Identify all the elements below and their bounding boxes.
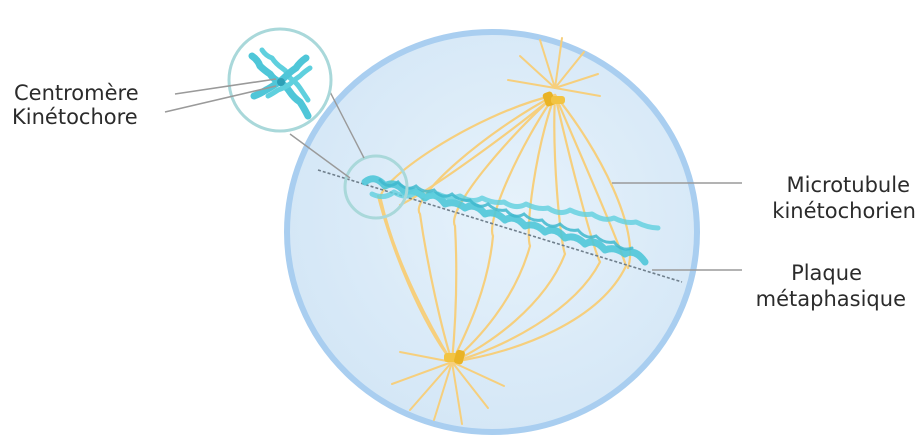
label-kinetochore: Kinétochore <box>12 105 138 129</box>
label-microtubule-line1: Microtubule <box>787 173 910 197</box>
zoom-source-ring <box>343 154 409 220</box>
label-plaque-line2: métaphasique <box>756 287 906 311</box>
zoom-connector-bottom <box>289 133 351 179</box>
zoom-connector-top <box>326 85 365 159</box>
aster-top <box>507 37 601 97</box>
spindle-microtubules <box>376 93 632 364</box>
label-plaque-line1: Plaque <box>791 261 862 285</box>
leader-centromere <box>174 78 277 95</box>
metaphase-plate-line <box>317 169 683 283</box>
leader-kinetochore <box>164 85 277 113</box>
chromosomes <box>361 175 661 266</box>
label-centromere: Centromère <box>14 81 139 105</box>
aster-bottom <box>391 351 505 425</box>
chromosome-zoom-icon <box>248 47 313 120</box>
centrosome-top-icon <box>542 91 565 107</box>
label-microtubule-line2: kinétochorien <box>772 199 916 223</box>
centrosome-bottom-icon <box>444 349 465 365</box>
